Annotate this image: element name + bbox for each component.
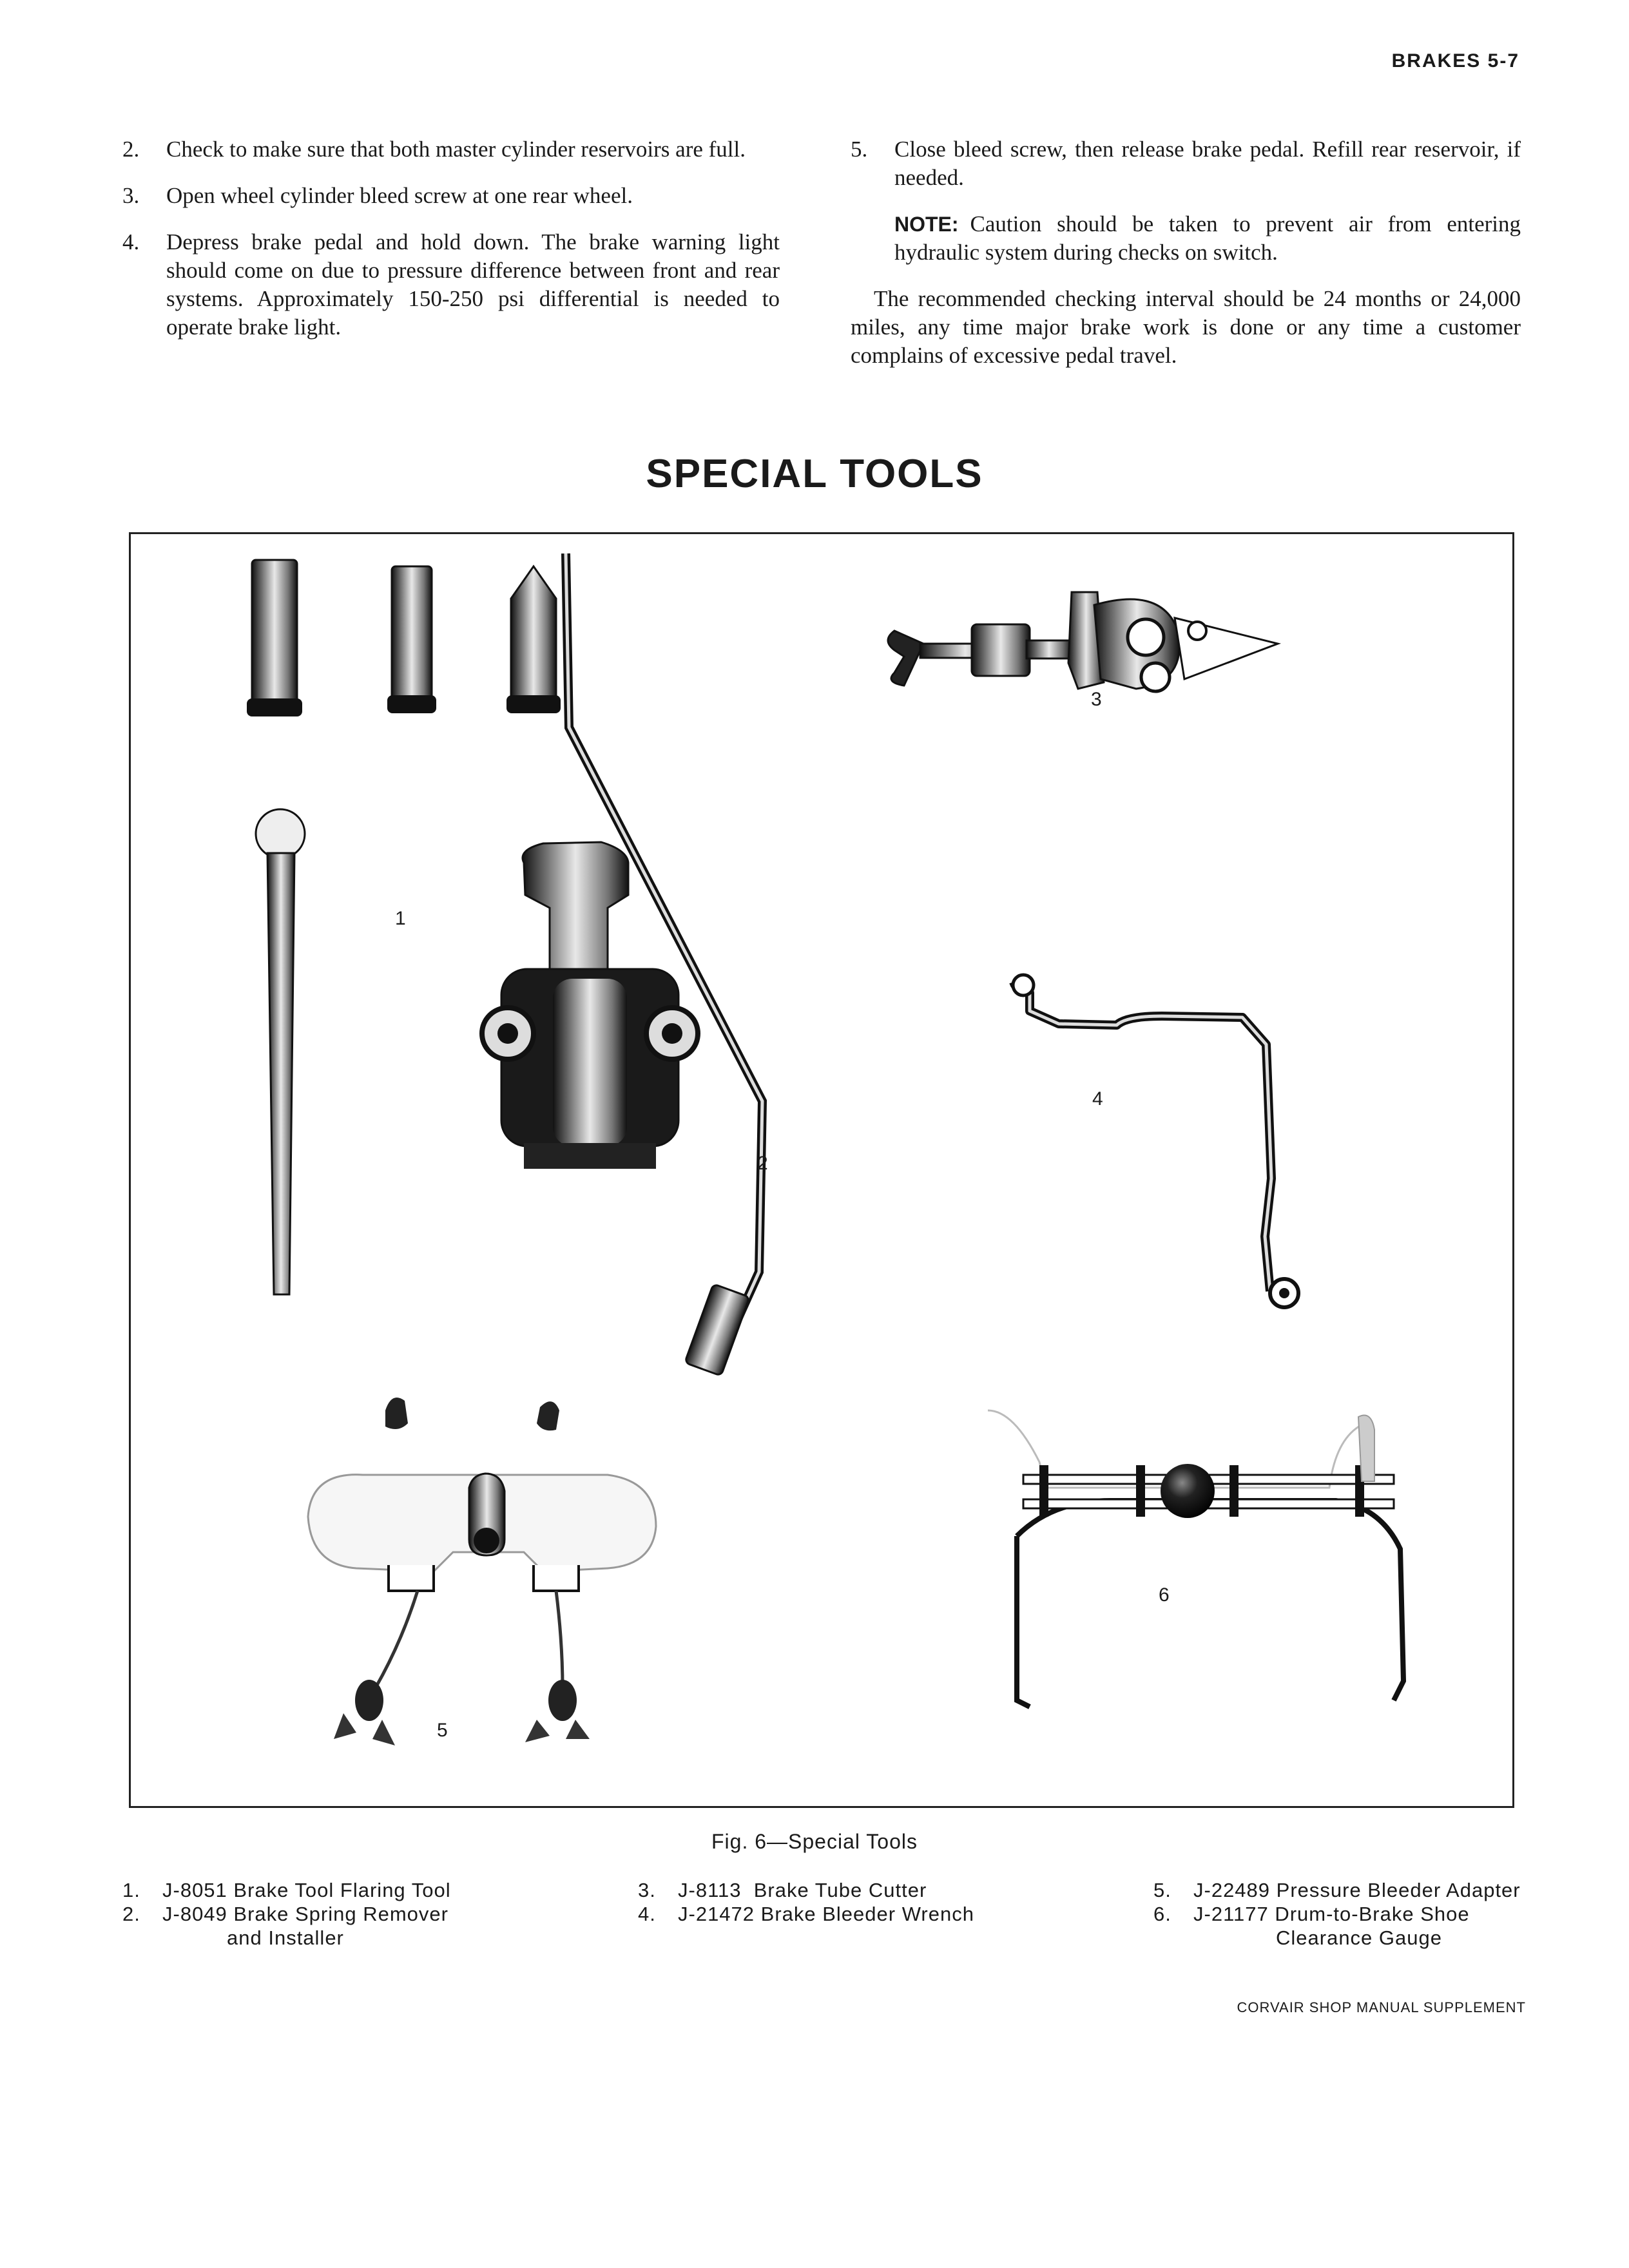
callout-3: 3	[1091, 689, 1102, 710]
left-column: 2. Check to make sure that both master c…	[122, 135, 780, 360]
pressure-bleeder-adapter	[307, 1398, 657, 1745]
flaring-tool-body	[479, 841, 700, 1169]
legend-item: 5. J-22489 Pressure Bleeder Adapter	[1153, 1878, 1521, 1902]
legend-number: 4.	[638, 1903, 656, 1925]
legend-item: 1. J-8051 Brake Tool Flaring Tool	[122, 1878, 451, 1902]
note-text: Caution should be taken to prevent air f…	[894, 211, 1521, 265]
legend-number: 2.	[122, 1903, 140, 1925]
legend-column-1: 1. J-8051 Brake Tool Flaring Tool 2. J-8…	[122, 1878, 451, 1950]
legend-item: 2. J-8049 Brake Spring Remover	[122, 1902, 451, 1926]
tube-cutter	[887, 591, 1282, 693]
legend-text: J-21177 Drum-to-Brake Shoe	[1193, 1903, 1470, 1925]
footer: CORVAIR SHOP MANUAL SUPPLEMENT	[1237, 1999, 1526, 2015]
legend-column-3: 5. J-22489 Pressure Bleeder Adapter 6. J…	[1153, 1878, 1521, 1950]
bleeder-wrench	[1009, 973, 1300, 1309]
callout-6: 6	[1159, 1584, 1170, 1606]
right-column: 5. Close bleed screw, then release brake…	[851, 135, 1521, 370]
figure-caption: Fig. 6—Special Tools	[711, 1830, 918, 1853]
legend-number: 1.	[122, 1879, 140, 1901]
legend-text: J-22489 Pressure Bleeder Adapter	[1193, 1879, 1521, 1901]
legend-number: 6.	[1153, 1903, 1171, 1925]
legend-item: 3. J-8113 Brake Tube Cutter	[638, 1878, 974, 1902]
step-text: Open wheel cylinder bleed screw at one r…	[166, 183, 633, 208]
legend-text: J-8051 Brake Tool Flaring Tool	[162, 1879, 451, 1901]
step-4: 4. Depress brake pedal and hold down. Th…	[122, 228, 780, 341]
callout-2: 2	[757, 1153, 768, 1174]
step-text: Close bleed screw, then release brake pe…	[894, 137, 1521, 190]
flaring-tool-handle	[255, 808, 306, 1296]
step-number: 5.	[851, 137, 868, 162]
clearance-gauge	[987, 1409, 1407, 1709]
step-3: 3. Open wheel cylinder bleed screw at on…	[122, 182, 780, 210]
legend-number: 3.	[638, 1879, 656, 1901]
step-text: Depress brake pedal and hold down. The b…	[166, 229, 780, 340]
legend-text: J-21472 Brake Bleeder Wrench	[678, 1903, 974, 1925]
tools-illustration	[247, 553, 1407, 1745]
callout-4: 4	[1092, 1088, 1103, 1110]
special-tools-figure: 1 2 3 4 5 6	[129, 532, 1514, 1808]
flaring-tool-adapters	[247, 559, 561, 716]
step-5: 5. Close bleed screw, then release brake…	[851, 135, 1521, 192]
step-2: 2. Check to make sure that both master c…	[122, 135, 780, 164]
legend-continuation: and Installer	[227, 1927, 344, 1949]
step-number: 2.	[122, 137, 140, 162]
checking-interval-paragraph: The recommended checking interval should…	[851, 286, 1521, 368]
note-label: NOTE:	[894, 213, 959, 236]
legend-number: 5.	[1153, 1879, 1171, 1901]
step-text: Check to make sure that both master cyli…	[166, 137, 746, 162]
callout-5: 5	[437, 1720, 448, 1741]
step-number: 3.	[122, 183, 140, 208]
legend-column-2: 3. J-8113 Brake Tube Cutter 4. J-21472 B…	[638, 1878, 974, 1926]
callout-1: 1	[395, 908, 406, 929]
legend-continuation: Clearance Gauge	[1276, 1927, 1442, 1949]
step-number: 4.	[122, 229, 140, 255]
legend-text: J-8049 Brake Spring Remover	[162, 1903, 448, 1925]
spring-remover-tool	[561, 553, 767, 1376]
note: NOTE:Caution should be taken to prevent …	[894, 210, 1521, 267]
legend-item: 4. J-21472 Brake Bleeder Wrench	[638, 1902, 974, 1926]
legend-text: J-8113 Brake Tube Cutter	[678, 1879, 927, 1901]
section-title: SPECIAL TOOLS	[646, 452, 983, 496]
running-head: BRAKES 5-7	[1391, 50, 1519, 72]
legend-item: 6. J-21177 Drum-to-Brake Shoe	[1153, 1902, 1521, 1926]
